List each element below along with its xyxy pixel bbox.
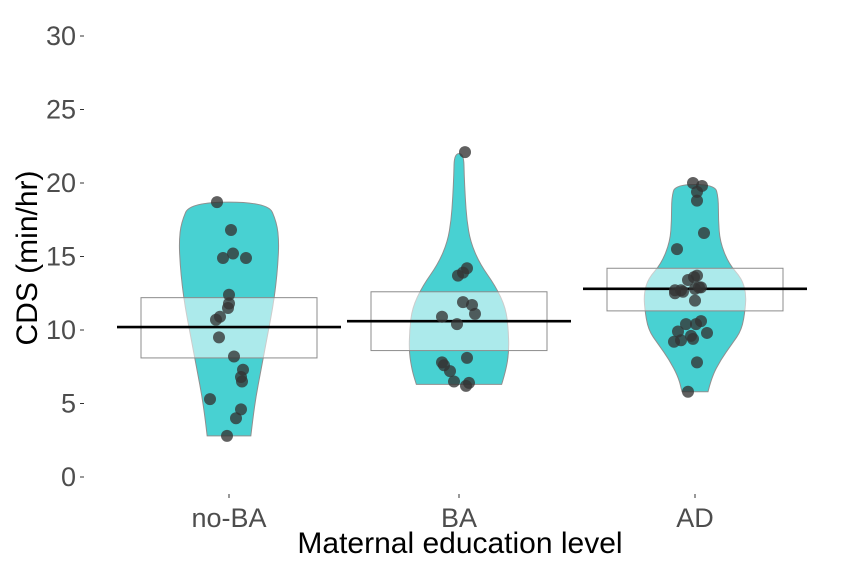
y-axis: 0 5 10 15 20 25 30 xyxy=(46,21,84,492)
data-point xyxy=(227,247,239,260)
data-point xyxy=(211,196,223,209)
data-point xyxy=(682,274,694,287)
data-point xyxy=(228,350,240,363)
data-point xyxy=(691,185,703,198)
y-tick-label: 20 xyxy=(46,168,76,198)
data-point xyxy=(460,379,472,392)
plot-area xyxy=(117,146,807,442)
data-point xyxy=(235,403,247,416)
data-point xyxy=(221,429,233,442)
data-point xyxy=(217,251,229,264)
data-point xyxy=(214,310,226,323)
data-point xyxy=(223,288,235,301)
data-point xyxy=(680,318,692,331)
data-point xyxy=(669,287,681,300)
data-point xyxy=(668,335,680,348)
data-point xyxy=(225,224,237,237)
data-point xyxy=(457,296,469,309)
data-point xyxy=(444,365,456,378)
data-point xyxy=(448,375,460,388)
data-point xyxy=(240,251,252,264)
data-point xyxy=(687,332,699,345)
data-point xyxy=(691,356,703,369)
data-point xyxy=(230,412,242,425)
group-no-ba xyxy=(117,196,341,442)
group-ad xyxy=(583,177,807,398)
y-tick-label: 0 xyxy=(61,462,76,492)
y-tick-label: 5 xyxy=(61,389,76,419)
x-axis-title: Maternal education level xyxy=(297,527,622,560)
y-tick-label: 15 xyxy=(46,242,76,272)
data-point xyxy=(469,307,481,320)
data-point xyxy=(689,294,701,307)
y-tick-label: 10 xyxy=(46,315,76,345)
data-point xyxy=(213,331,225,344)
data-point xyxy=(690,318,702,331)
data-point xyxy=(459,146,471,159)
data-point xyxy=(461,351,473,364)
data-point xyxy=(701,326,713,339)
data-point xyxy=(222,301,234,314)
data-point xyxy=(691,194,703,207)
y-tick-label: 25 xyxy=(46,95,76,125)
data-point xyxy=(436,310,448,323)
data-point xyxy=(698,226,710,239)
x-tick-label-no-ba: no-BA xyxy=(191,503,266,533)
x-tick-label-ba: BA xyxy=(441,503,477,533)
y-axis-title: CDS (min/hr) xyxy=(11,170,44,345)
data-point xyxy=(682,385,694,398)
data-point xyxy=(695,281,707,294)
data-point xyxy=(671,243,683,256)
data-point xyxy=(451,318,463,331)
y-tick-label: 30 xyxy=(46,21,76,51)
data-point xyxy=(236,375,248,388)
group-ba xyxy=(347,146,571,392)
data-point xyxy=(452,269,464,282)
x-tick-label-ad: AD xyxy=(676,503,714,533)
x-axis: no-BA BA AD xyxy=(191,494,714,533)
data-point xyxy=(204,393,216,406)
